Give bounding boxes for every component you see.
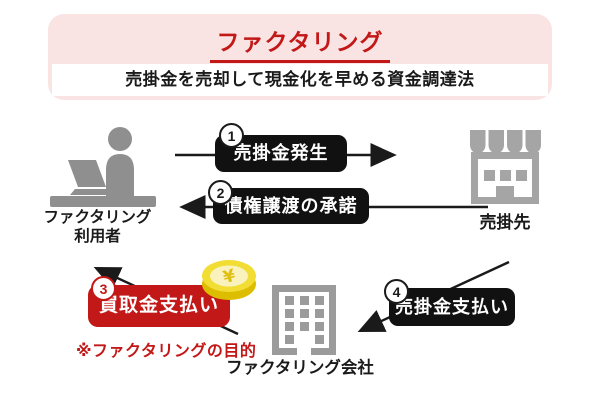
person-at-laptop-icon — [48, 126, 158, 208]
office-building-icon — [268, 283, 340, 355]
subtitle-strip: 売掛金を売却して現金化を早める資金調達法 — [52, 64, 548, 96]
flow-label-assignment-consent: 債権譲渡の承諾 — [213, 188, 369, 224]
storefront-icon — [465, 130, 545, 210]
step-badge-2: 2 — [208, 180, 233, 205]
client-label: 売掛先 — [479, 213, 531, 232]
step-badge-3: 3 — [91, 276, 116, 301]
step-badge-1: 1 — [219, 123, 244, 148]
svg-text:¥: ¥ — [221, 266, 237, 288]
page-subtitle: 売掛金を売却して現金化を早める資金調達法 — [125, 70, 475, 89]
yen-coin-icon: ¥ — [199, 255, 261, 308]
page-title: ファクタリング — [210, 23, 390, 63]
user-label: ファクタリング 利用者 — [15, 209, 180, 246]
header-panel: ファクタリング 売掛金を売却して現金化を早める資金調達法 — [48, 14, 552, 100]
company-label: ファクタリング会社 — [226, 359, 374, 377]
user-label-line2: 利用者 — [74, 227, 121, 245]
user-label-line1: ファクタリング — [43, 209, 152, 226]
step-badge-4: 4 — [384, 279, 409, 304]
flow-label-receivable-payment: 売掛金支払い — [389, 288, 515, 326]
purpose-note: ※ファクタリングの目的 — [76, 343, 257, 360]
